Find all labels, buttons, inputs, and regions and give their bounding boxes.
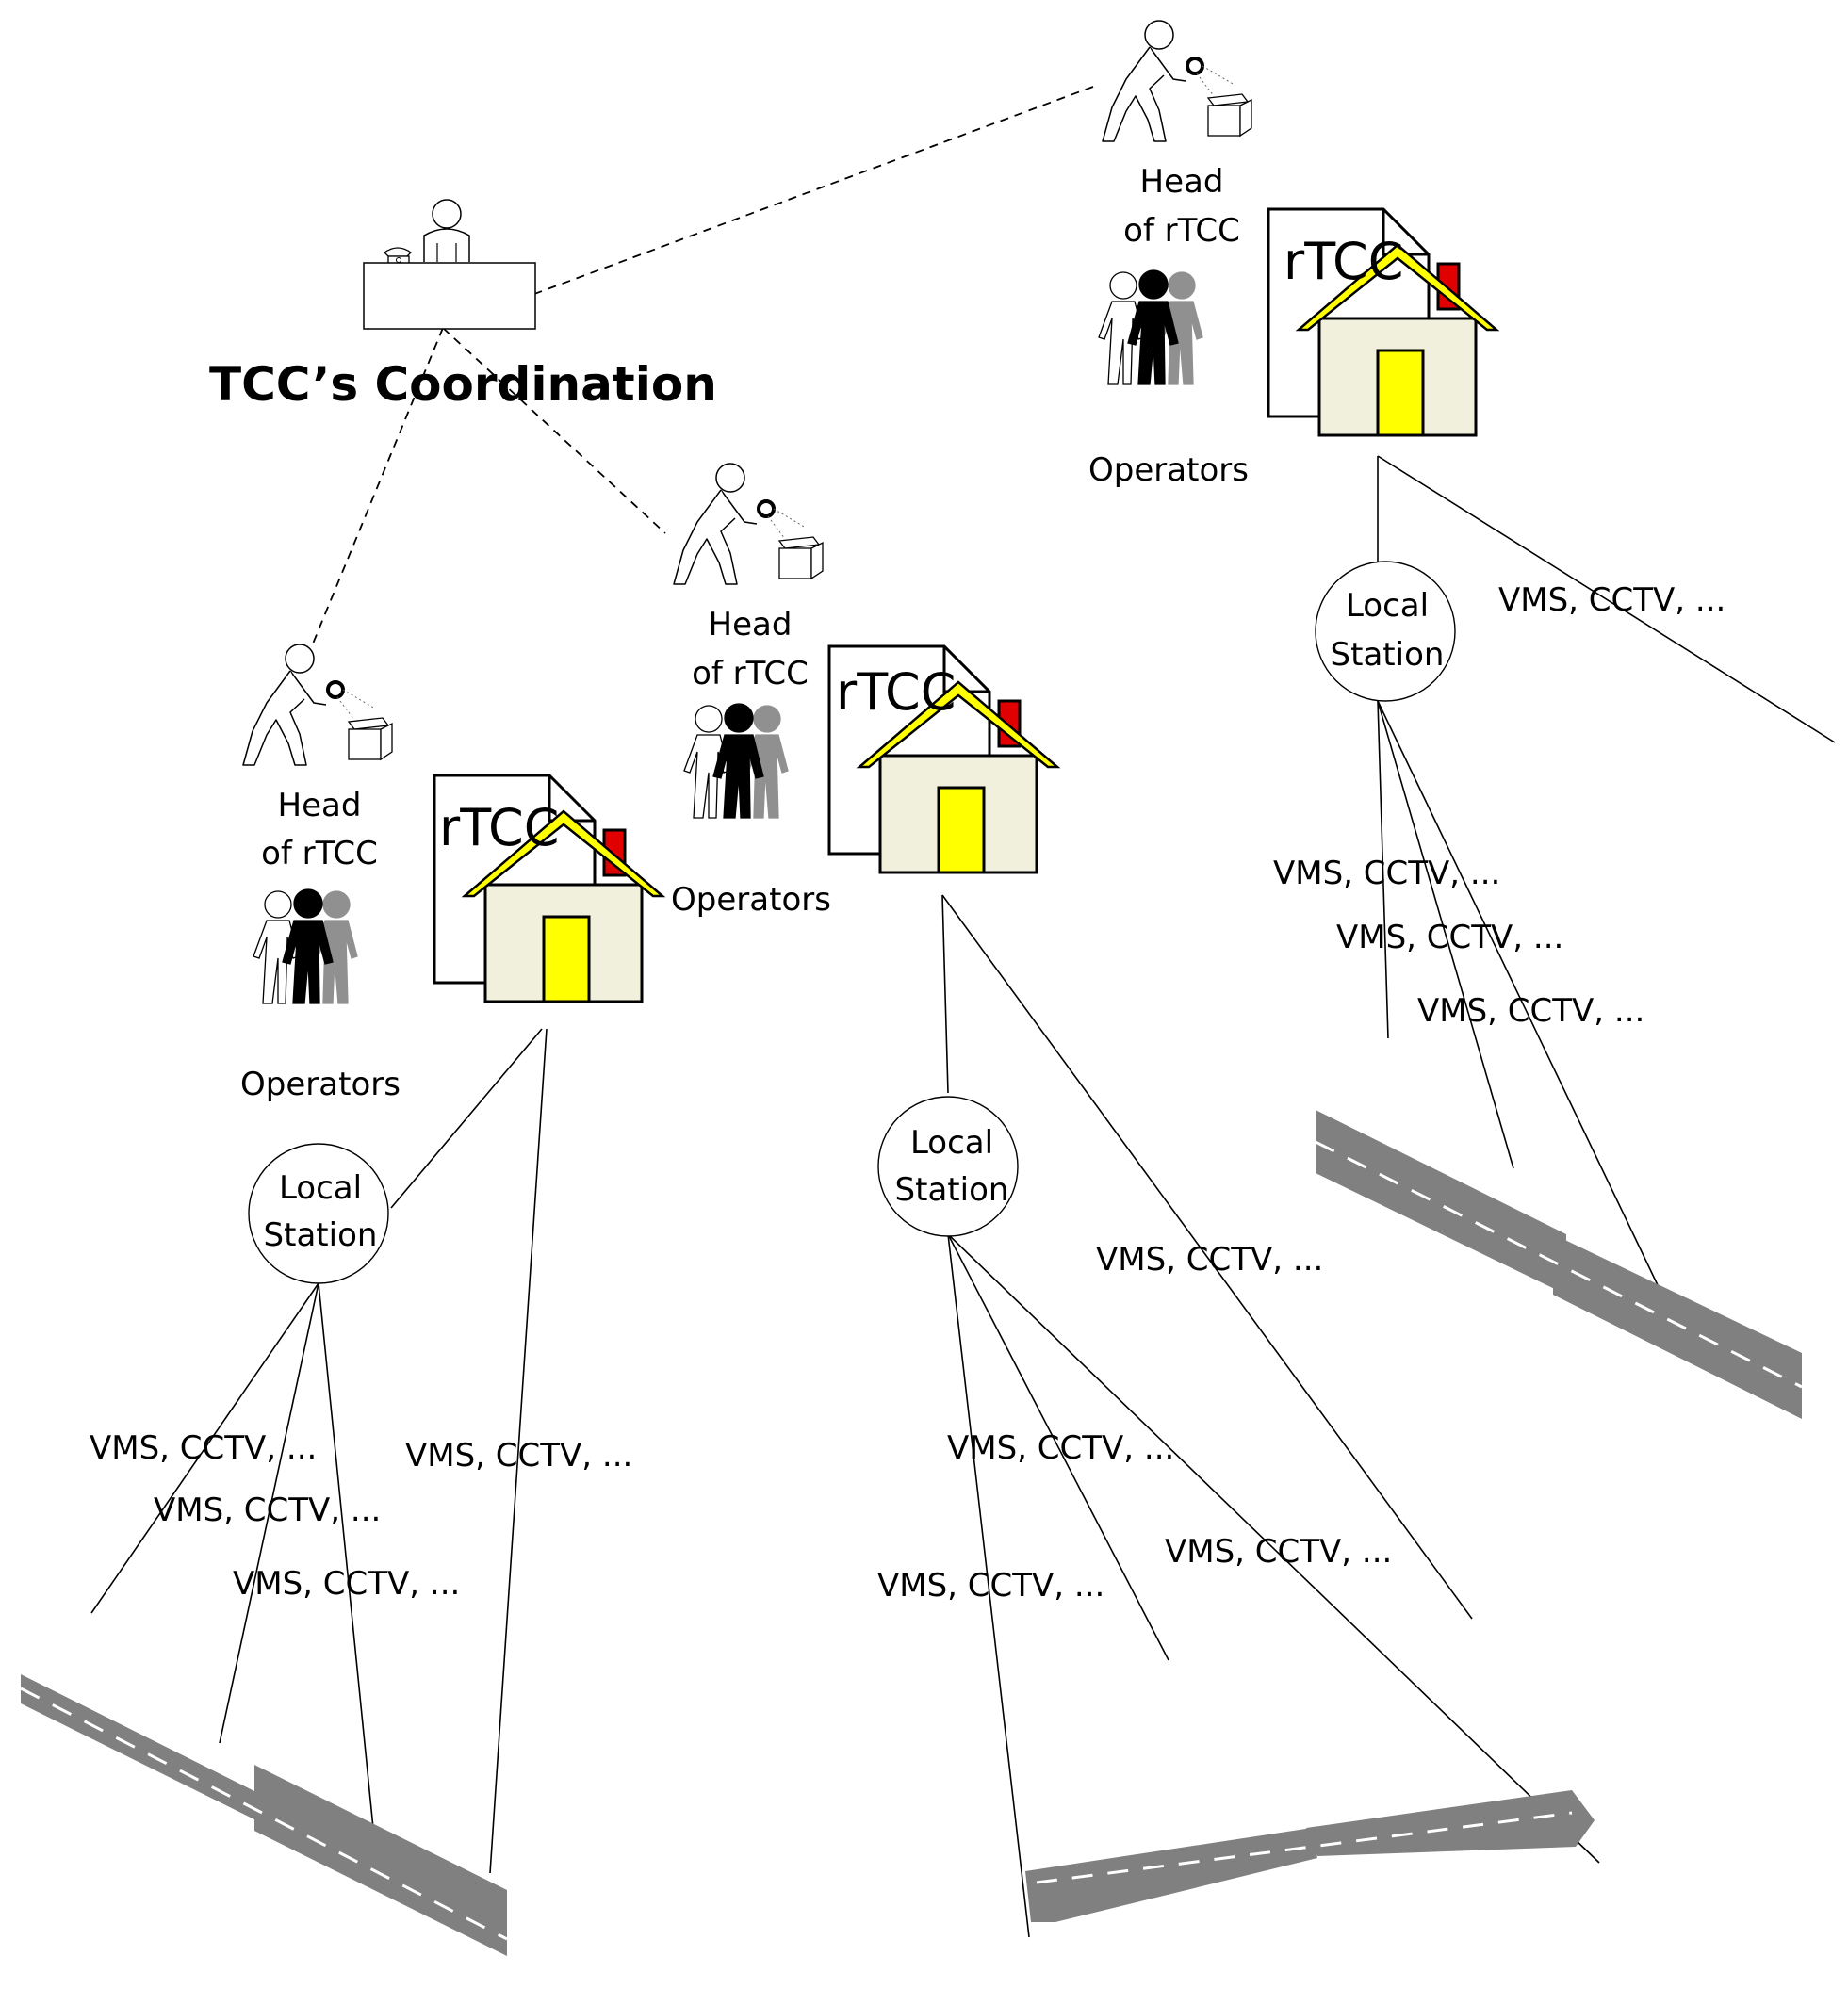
local-station-node [1315,561,1456,702]
coordinator-desk-icon [363,199,536,330]
coordination-title: TCC’s Coordination [209,357,717,412]
local-station-label-line2: Station [264,1216,378,1254]
device-label: VMS, CCTV, ... [154,1492,381,1529]
rtcc-doc-label: rTCC [439,798,559,857]
device-label: VMS, CCTV, ... [1417,992,1644,1030]
telephone-icon [383,247,413,265]
road-segment-2 [1025,1790,1595,1922]
device-label: VMS, CCTV, ... [1096,1241,1323,1279]
head-label-line1: Head [278,787,362,824]
rtcc-unit-3: Head of rTCC Operators rTCC Local Statio… [1088,19,1725,1030]
device-label: VMS, CCTV, ... [877,1567,1104,1605]
operators-group-icon [253,888,358,1004]
local-station-node [877,1096,1019,1237]
head-label-line1: Head [709,606,793,644]
local-station-node [248,1143,389,1284]
rtcc-doc-label: rTCC [836,662,956,722]
rtcc-unit-2: Head of rTCC Operators rTCC Local Statio… [671,462,1392,1605]
local-station-label-line1: Local [279,1169,362,1207]
head-label-line2: of rTCC [261,835,378,872]
local-station-label-line1: Local [910,1124,993,1162]
device-label: VMS, CCTV, ... [947,1429,1174,1467]
road-segment-1 [20,1674,508,1956]
rtcc-unit-1: Head of rTCC Operators rTCC Local Statio… [90,643,664,1603]
operators-group-icon [1098,269,1203,385]
local-station-label-line2: Station [1331,636,1445,674]
device-label: VMS, CCTV, ... [1165,1533,1392,1571]
head-of-rtcc-inspector-icon [1101,19,1253,143]
device-label: VMS, CCTV, ... [90,1429,317,1467]
device-label: VMS, CCTV, ... [1273,855,1500,892]
operators-label: Operators [1088,451,1249,489]
device-label: VMS, CCTV, ... [405,1437,632,1475]
local-station-label-line1: Local [1346,587,1429,625]
road-segment-3 [1315,1110,1803,1419]
head-of-rtcc-inspector-icon [241,643,394,767]
operators-label: Operators [240,1066,401,1103]
head-label-line2: of rTCC [692,655,809,693]
coordination-links [310,86,1094,649]
rtcc-doc-label: rTCC [1284,232,1403,291]
local-station-label-line2: Station [895,1171,1009,1209]
device-label: VMS, CCTV, ... [1336,919,1563,956]
head-of-rtcc-inspector-icon [672,462,825,586]
head-label-line2: of rTCC [1123,212,1240,250]
head-label-line1: Head [1140,163,1224,201]
device-label: VMS, CCTV, ... [233,1565,460,1603]
operators-group-icon [683,703,789,819]
device-label: VMS, CCTV, ... [1498,581,1725,619]
operators-label: Operators [671,881,831,919]
device-links [90,455,1836,1938]
